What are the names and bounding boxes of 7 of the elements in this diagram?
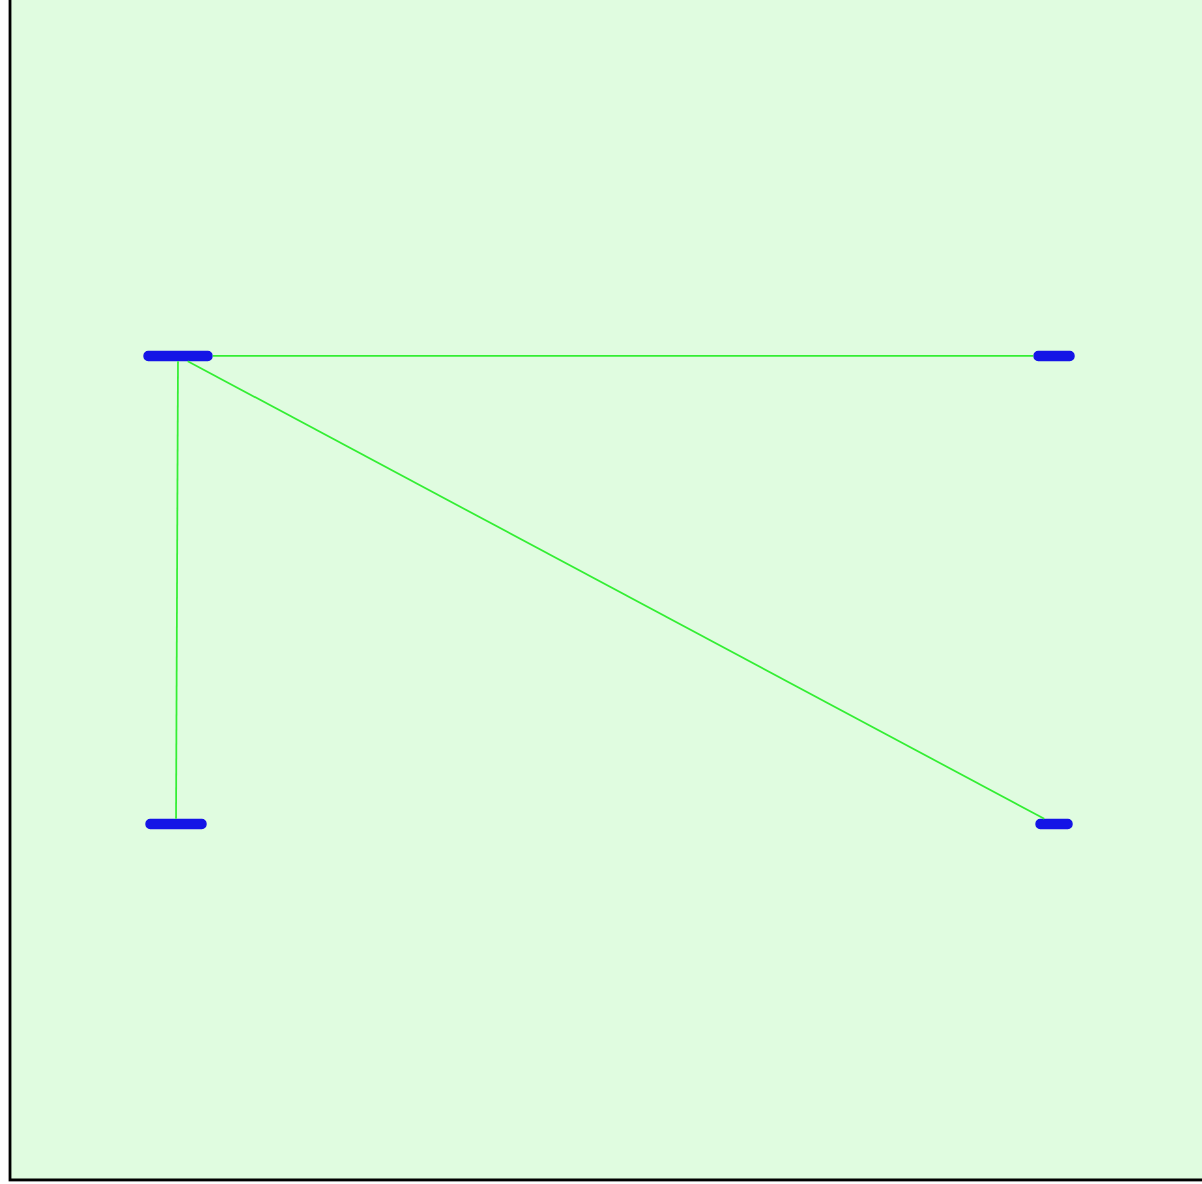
node-bar — [1033, 350, 1075, 362]
connector-line — [175, 360, 179, 820]
node-bar — [145, 818, 207, 830]
node-bar — [143, 350, 213, 362]
node-bar — [1035, 818, 1073, 830]
connector-line — [211, 355, 1035, 357]
connector-line — [186, 360, 1046, 820]
